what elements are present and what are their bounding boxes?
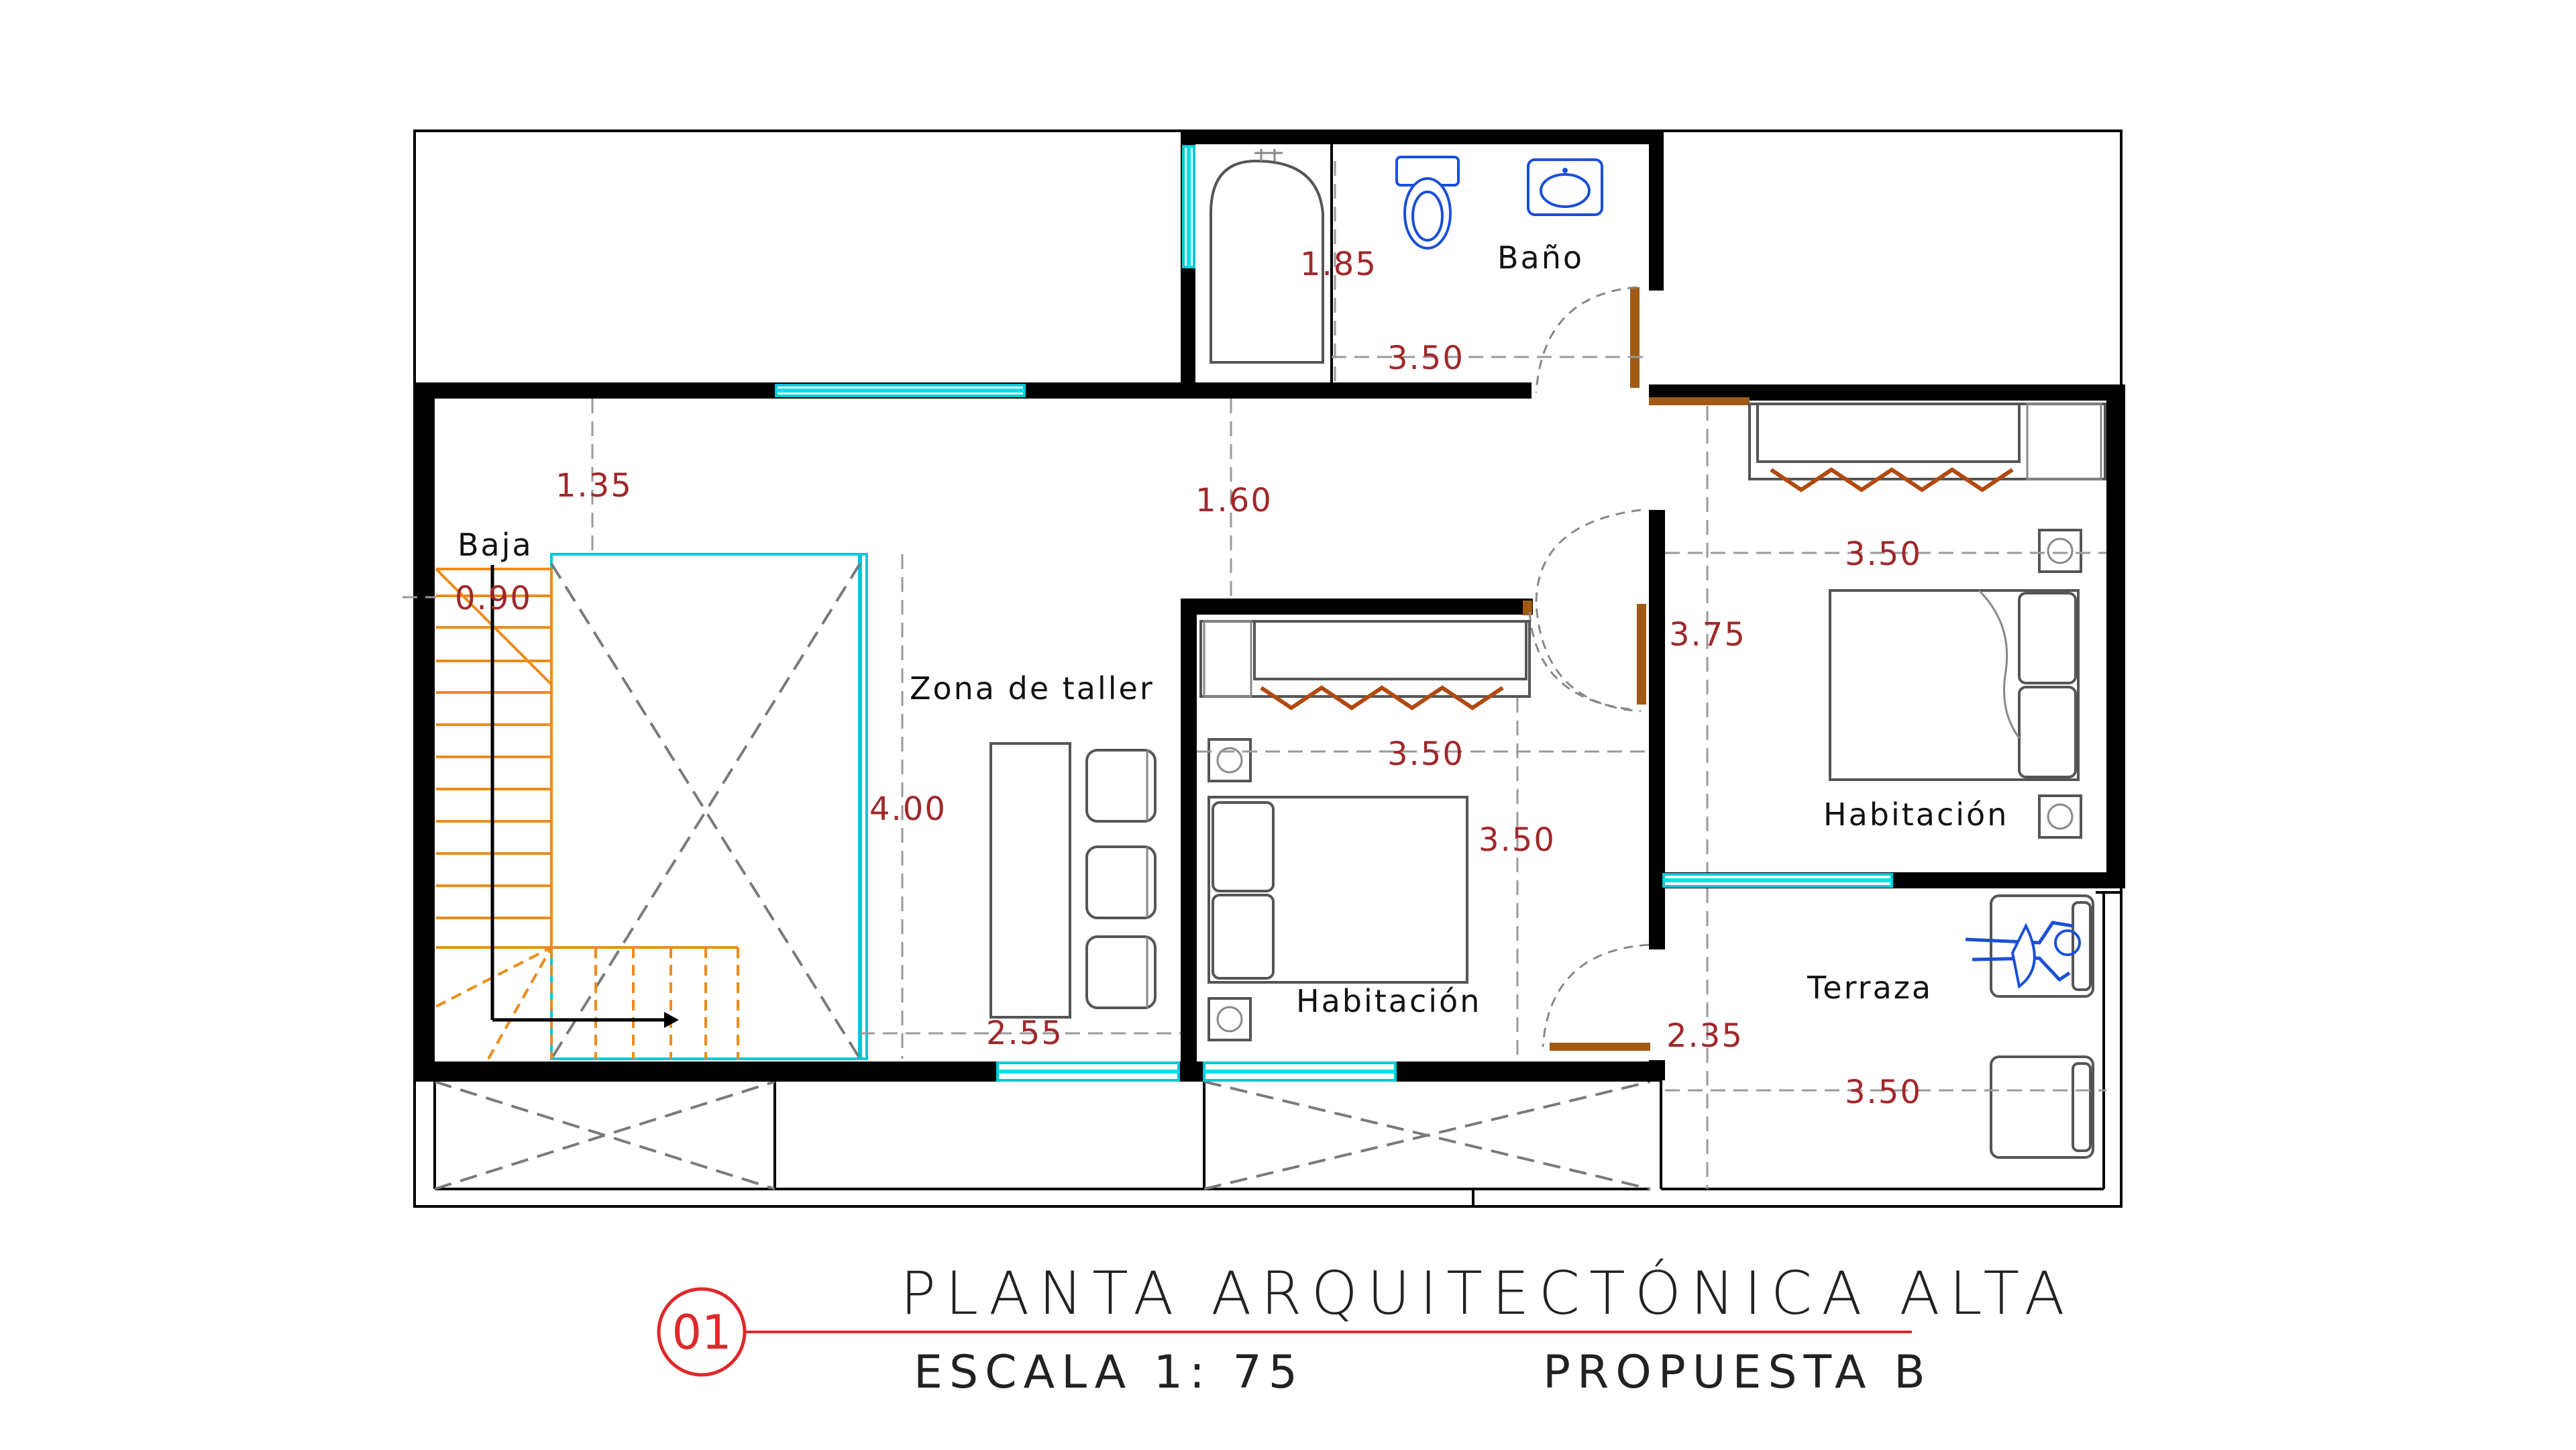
door-terraza	[1542, 943, 1650, 1051]
room-label-baja: Baja	[458, 527, 533, 563]
person-icon	[1965, 921, 2081, 989]
title-number: 01	[672, 1305, 731, 1360]
room-label-zona-taller: Zona de taller	[910, 670, 1155, 707]
windows	[775, 145, 1893, 1082]
workshop-chair-2	[1085, 845, 1157, 919]
workshop-table	[989, 742, 1071, 1019]
balcony-cross-left	[434, 1080, 775, 1190]
door-hab-right	[1535, 509, 1646, 713]
dim-void-height: 4.00	[869, 790, 947, 828]
title-block: 01 PLANTA ARQUITECTÓNICA ALTA ESCALA 1: …	[657, 1259, 2074, 1399]
door-hab-left	[1523, 601, 1638, 711]
room-label-terraza: Terraza	[1807, 970, 1933, 1006]
workshop-chair-1	[1085, 749, 1157, 823]
dim-terraza-height: 2.35	[1666, 1017, 1743, 1055]
title-proposal: PROPUESTA B	[1543, 1346, 1932, 1399]
room-labels: Baño Baja Zona de taller Habitación Habi…	[458, 240, 2008, 1019]
dim-bano-height: 1.85	[1300, 246, 1377, 283]
room-label-bano: Baño	[1497, 240, 1584, 276]
bed-right	[1829, 529, 2082, 839]
dim-bano-width: 3.50	[1387, 340, 1464, 377]
dimension-labels: 1.85 3.50 1.35 1.60 0.90 4.00 2.55 3.50 …	[455, 246, 1922, 1111]
dim-terraza-width: 3.50	[1845, 1074, 1922, 1111]
dim-hab-left-height: 3.50	[1479, 821, 1556, 859]
room-label-habitacion-left: Habitación	[1296, 983, 1481, 1019]
closet-right	[1748, 403, 2106, 493]
dimension-lines	[591, 161, 2106, 1189]
toilet-icon	[1395, 156, 1460, 250]
dim-hab-left-width: 3.50	[1387, 735, 1464, 773]
closet-left	[1199, 620, 1531, 711]
title-main: PLANTA ARQUITECTÓNICA ALTA	[900, 1259, 2074, 1328]
room-label-habitacion-right: Habitación	[1823, 796, 2008, 833]
dim-hall-135: 1.35	[555, 467, 633, 505]
dim-hall-160: 1.60	[1195, 482, 1273, 519]
dim-stair-width: 0.90	[455, 580, 532, 617]
dim-hab-right-width: 3.50	[1845, 535, 1922, 573]
stair-void	[550, 553, 868, 1060]
dim-workshop-width: 2.55	[986, 1015, 1063, 1052]
terrace-chair-2	[1990, 1055, 2094, 1159]
door-corridor	[1649, 397, 1750, 405]
bathtub	[1210, 144, 1333, 382]
title-scale: ESCALA 1: 75	[914, 1346, 1304, 1399]
sink-icon	[1527, 158, 1603, 216]
staircase	[402, 565, 739, 1059]
balcony-cross-right	[1203, 1080, 1651, 1190]
workshop-chair-3	[1085, 935, 1157, 1009]
bed-left	[1208, 738, 1468, 1041]
door-bano	[1535, 286, 1640, 393]
dim-hab-right-height: 3.75	[1669, 616, 1746, 654]
